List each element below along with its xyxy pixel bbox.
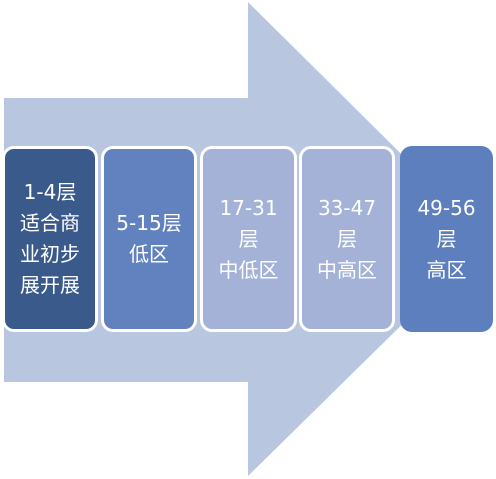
- stage-label-4: 33-47 层 中高区: [317, 195, 377, 282]
- stage-box-5: 49-56 层 高区: [400, 146, 493, 332]
- stage-box-4: 33-47 层 中高区: [299, 146, 395, 332]
- stage-box-1: 1-4层 适合商 业初步 展开展: [2, 146, 98, 332]
- stage-label-3: 17-31 层 中低区: [218, 195, 279, 282]
- stage-label-5: 49-56 层 高区: [417, 195, 476, 282]
- stage-box-2: 5-15层 低区: [101, 146, 197, 332]
- stage-box-3: 17-31 层 中低区: [200, 146, 297, 332]
- stage-label-2: 5-15层 低区: [116, 211, 182, 266]
- stage-label-1: 1-4层 适合商 业初步 展开展: [20, 180, 80, 297]
